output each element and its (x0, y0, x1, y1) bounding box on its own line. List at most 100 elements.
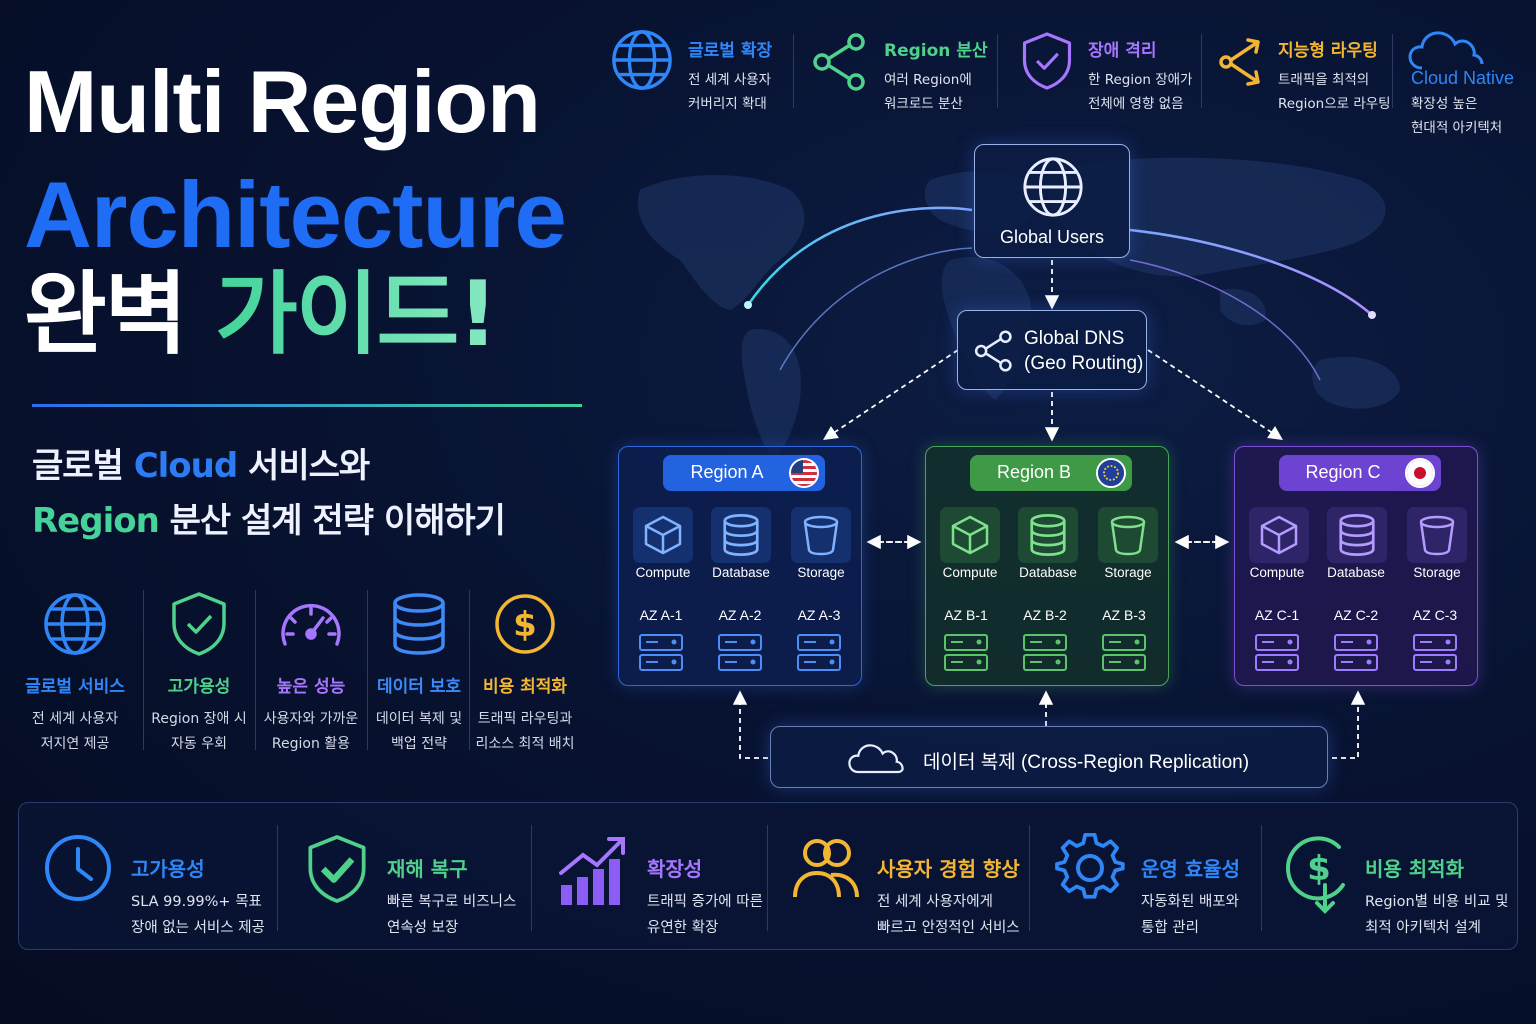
benefit-label: 운영 효율성 (1141, 857, 1240, 881)
storage-service (1407, 507, 1467, 563)
share-nodes-icon (813, 33, 865, 91)
svg-text:$: $ (513, 605, 537, 645)
title-line-3: 완벽 가이드! (24, 270, 498, 360)
benefit-label: 고가용성 (131, 857, 205, 881)
japan-flag-icon (1405, 458, 1435, 488)
region-c-panel: Region C Compute Database Storage AZ C-1… (1234, 446, 1478, 686)
az-label: AZ A-2 (718, 607, 762, 623)
bucket-icon (803, 515, 839, 556)
globe-icon (1023, 157, 1083, 217)
top-feature-label: 글로벌 확장 (688, 41, 773, 61)
service-label: Database (1327, 565, 1385, 580)
subtitle-2-region: Region (32, 501, 160, 541)
subtitle-line-1: 글로벌 Cloud 서비스와 (32, 438, 370, 487)
az-label: AZ B-3 (1102, 607, 1146, 623)
server-icon (1413, 634, 1457, 671)
growth-chart-icon (559, 837, 625, 905)
divider (1392, 34, 1393, 108)
benefit-label: 확장성 (647, 857, 703, 881)
subtitle-line-2: Region 분산 설계 전략 이해하기 (32, 493, 506, 542)
title-line-1: Multi Region (24, 52, 541, 151)
service-label: Compute (1249, 565, 1305, 580)
world-map-background (637, 157, 1400, 460)
divider (469, 590, 470, 750)
storage-service (1098, 507, 1158, 563)
global-dns-label: Global DNS(Geo Routing) (1024, 328, 1144, 374)
database-icon (1339, 514, 1375, 556)
global-users-label: Global Users (999, 227, 1105, 247)
az-label: AZ C-1 (1254, 607, 1300, 623)
shield-check-icon (308, 835, 366, 903)
benefit-label: 비용 최적화 (1365, 857, 1464, 881)
divider (767, 825, 768, 931)
top-feature-label: 장애 격리 (1088, 41, 1157, 61)
title-line-3-white: 완벽 (24, 262, 215, 367)
shield-check-icon (1022, 32, 1072, 90)
title-line-2: Architecture (24, 162, 567, 267)
server-icon (718, 634, 762, 671)
globe-icon (20, 588, 130, 660)
top-feature-label: 지능형 라우팅 (1278, 41, 1378, 61)
top-feature-label: Cloud Native (1411, 68, 1515, 88)
database-service (711, 507, 771, 563)
database-icon (364, 588, 474, 660)
bucket-icon (1110, 515, 1146, 556)
service-label: Compute (942, 565, 998, 580)
top-feature-label: Region 분산 (884, 41, 988, 61)
divider (255, 590, 256, 750)
divider (1201, 34, 1202, 108)
region-c-header: Region C (1279, 455, 1441, 491)
share-nodes-icon (974, 330, 1012, 372)
az-label: AZ B-1 (944, 607, 988, 623)
divider (367, 590, 368, 750)
globe-icon (612, 30, 672, 90)
database-icon (1030, 514, 1066, 556)
connection-arcs (744, 206, 1376, 381)
divider (277, 825, 278, 931)
service-label: Database (712, 565, 770, 580)
subtitle-1-part-c: 서비스와 (237, 446, 370, 486)
title-line-3-green: 가이드! (214, 262, 498, 367)
benefit-label: 사용자 경험 향상 (877, 857, 1020, 881)
divider (531, 825, 532, 931)
az-label: AZ C-3 (1412, 607, 1458, 623)
left-feature-label: 높은 성능 (276, 677, 346, 697)
divider (793, 34, 794, 108)
server-icon (1334, 634, 1378, 671)
divider (1029, 825, 1030, 931)
region-b-panel: Region B Compute Database Storage AZ B-1… (925, 446, 1169, 686)
usa-flag-icon (789, 458, 819, 488)
left-feature-label: 고가용성 (167, 677, 231, 697)
region-a-header: Region A (663, 455, 825, 491)
divider (997, 34, 998, 108)
az-label: AZ B-2 (1023, 607, 1067, 623)
region-a-name: Region A (690, 462, 764, 482)
cloud-icon (1408, 31, 1484, 70)
database-service (1327, 507, 1387, 563)
cube-icon (644, 515, 682, 555)
subtitle-2-part-b: 분산 설계 전략 이해하기 (158, 501, 506, 541)
users-icon (793, 839, 859, 898)
clock-icon (45, 835, 111, 901)
data-replication-label: 데이터 복제 (Cross-Region Replication) (923, 752, 1250, 773)
divider (143, 590, 144, 750)
svg-text:$: $ (1307, 849, 1331, 889)
region-b-header: Region B (970, 455, 1132, 491)
